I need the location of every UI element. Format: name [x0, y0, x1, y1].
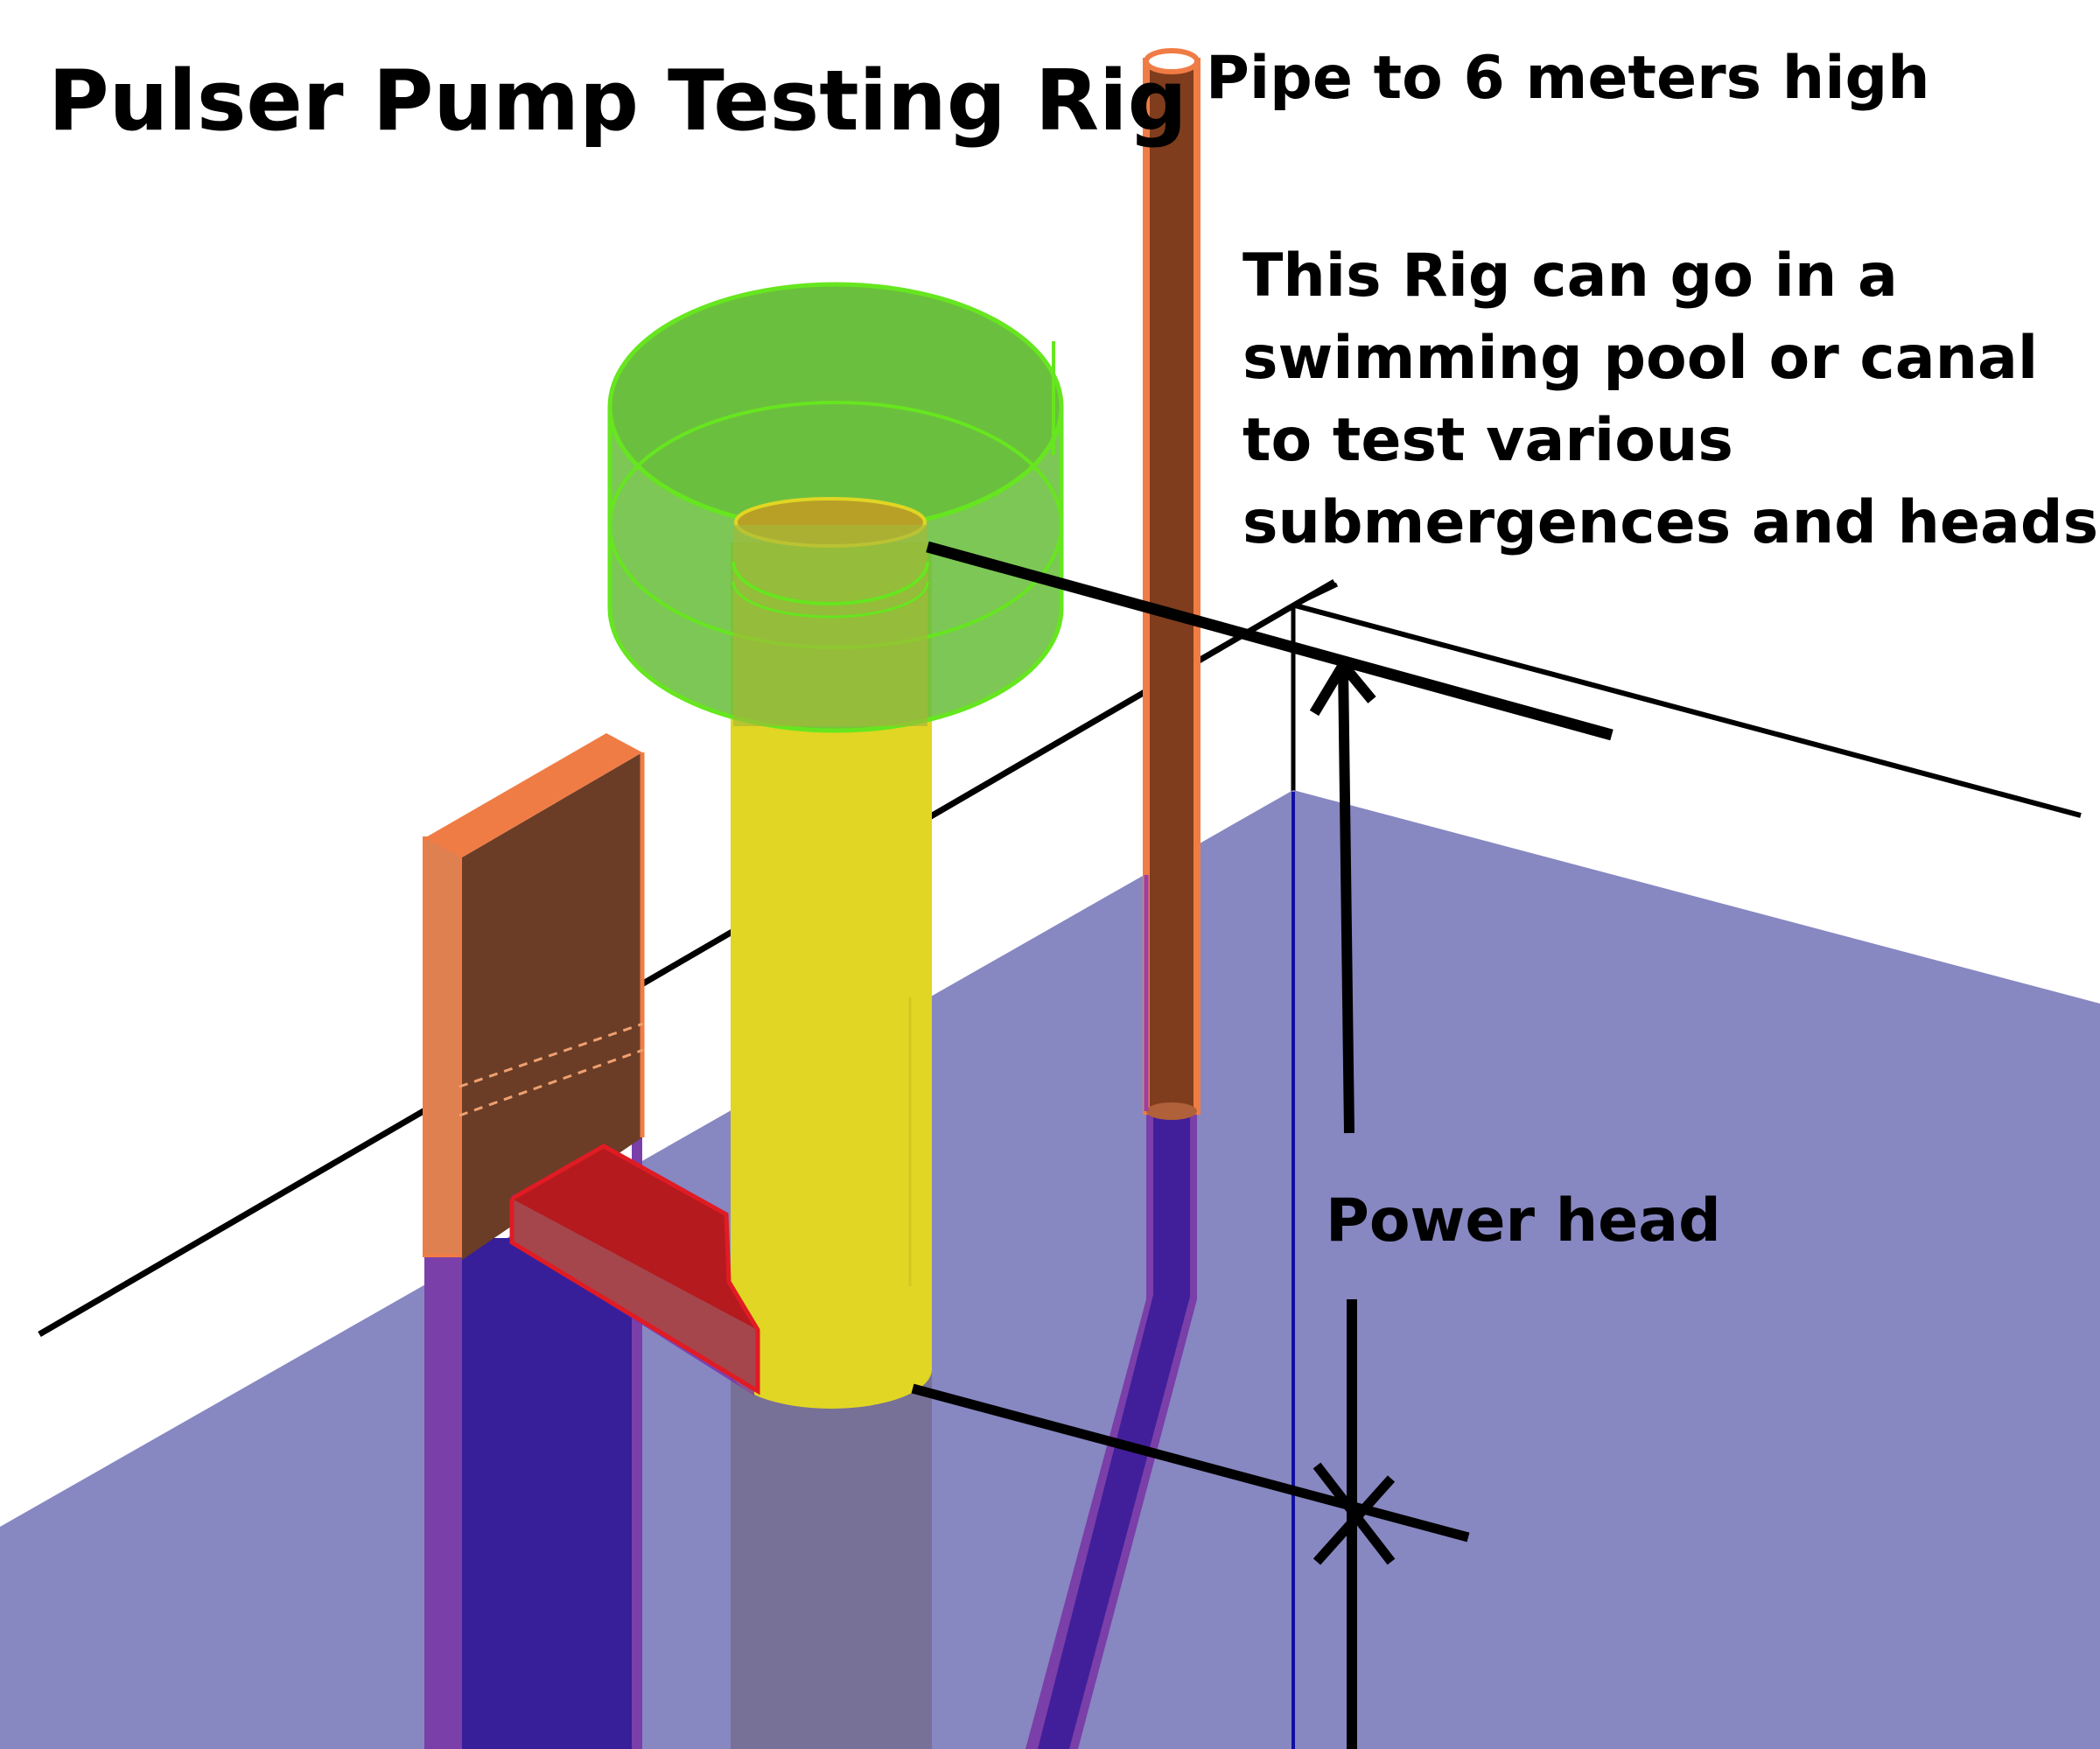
- head-arrow-shaft: [1338, 664, 1354, 1134]
- bottom-level-line: [911, 1383, 1470, 1543]
- note-line-4: submergences and heads: [1242, 488, 2098, 557]
- pipe-height-label: Pipe to 6 meters high: [1206, 44, 1930, 113]
- yellow-column-submerged: [731, 1369, 932, 1749]
- board-post-submerged: [424, 1137, 642, 1749]
- head-measure: [911, 541, 1614, 1749]
- note-line-1: This Rig can go in a: [1242, 241, 1898, 311]
- frame-side-rail: [1294, 603, 2082, 818]
- red-wedge: [509, 1144, 760, 1396]
- board-post: [423, 733, 645, 1260]
- delivery-pipe-submerged: [1026, 1111, 1197, 1749]
- pipe-top-opening: [1144, 48, 1200, 74]
- top-level-line: [926, 541, 1614, 741]
- delivery-pipe: [1143, 48, 1200, 1120]
- page-title: Pulser Pump Testing Rig: [48, 53, 1187, 150]
- water-surface: [0, 790, 2100, 1749]
- submergence-marker-b: [1312, 1475, 1396, 1565]
- float-tank: [607, 282, 1064, 733]
- rig-frame-back: [38, 578, 2082, 1338]
- head-arrow-head: [1309, 655, 1376, 717]
- frame-corner-tick: [1292, 582, 1339, 608]
- power-head-label: Power head: [1326, 1186, 1721, 1256]
- note-line-3: to test various: [1242, 406, 1733, 475]
- note-line-2: swimming pool or canal: [1242, 324, 2038, 393]
- frame-long-rail: [38, 578, 1336, 1338]
- rig-note: This Rig can go in a swimming pool or ca…: [1242, 241, 2098, 557]
